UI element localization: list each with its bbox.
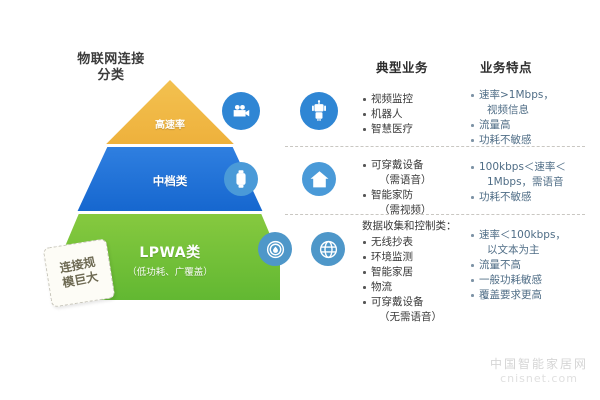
column-header-service-features: 业务特点 — [480, 60, 533, 75]
watermark-line1: 中国智能家居网 — [489, 357, 588, 372]
list-item-text: 可穿戴设备 — [371, 296, 424, 308]
services-items-row-1: 视频监控 机器人 智慧医疗 — [362, 92, 413, 137]
page-title: 物联网连接 分类 — [52, 52, 170, 84]
list-item: 可穿戴设备 （需语音） — [362, 158, 432, 188]
water-meter-icon[interactable] — [258, 232, 292, 266]
list-item: 环境监测 — [362, 250, 457, 265]
row-separator-1 — [285, 146, 585, 147]
list-item-cont: （需视频） — [379, 204, 432, 216]
services-list-row-1: 视频监控 机器人 智慧医疗 — [362, 92, 413, 137]
list-item: 覆盖要求更高 — [470, 288, 566, 303]
services-list-row-2: 可穿戴设备 （需语音） 智能家防 （需视频） — [362, 158, 432, 218]
pyramid-tier-high-rate-label: 高速率 — [155, 119, 185, 131]
list-item-text: 可穿戴设备 — [371, 159, 424, 171]
list-item: 速率>1Mbps， 视频信息 — [470, 88, 554, 118]
features-list-row-2: 100kbps＜速率＜ 1Mbps，需语音 功耗不敏感 — [470, 160, 566, 205]
list-item-cont: 视频信息 — [487, 104, 529, 116]
features-list-row-3: 速率＜100kbps， 以文本为主 流量不高 一般功耗敏感 覆盖要求更高 — [470, 228, 566, 303]
robot-icon[interactable] — [300, 92, 338, 130]
list-item-text: 速率＜100kbps， — [479, 229, 566, 241]
watermark-line2: cnisnet.com — [500, 372, 578, 386]
globe-icon[interactable] — [311, 232, 345, 266]
list-item: 速率＜100kbps， 以文本为主 — [470, 228, 566, 258]
list-item-text: 智能家防 — [371, 189, 413, 201]
list-item: 机器人 — [362, 107, 413, 122]
callout-connection-scale: 连接规 模巨大 — [42, 238, 116, 308]
list-item-text: 速率>1Mbps， — [479, 89, 554, 101]
list-item: 功耗不敏感 — [470, 190, 566, 205]
list-item: 可穿戴设备 （无需语音） — [362, 295, 457, 325]
list-item: 智慧医疗 — [362, 122, 413, 137]
list-item-cont: （需语音） — [379, 174, 432, 186]
watermark: 中国智能家居网 cnisnet.com — [490, 357, 588, 386]
pyramid-tier-mid-class-label: 中档类 — [152, 174, 188, 188]
list-item: 物流 — [362, 280, 457, 295]
pyramid-tier-lpwa-label: LPWA类 （低功耗、广覆盖） — [127, 242, 213, 278]
list-item-cont: （无需语音） — [379, 311, 442, 323]
services-items-row-3: 无线抄表 环境监测 智能家居 物流 可穿戴设备 （无需语音） — [362, 235, 457, 325]
video-camera-icon[interactable] — [222, 92, 260, 130]
list-item: 100kbps＜速率＜ 1Mbps，需语音 — [470, 160, 566, 190]
list-item: 智能家居 — [362, 265, 457, 280]
page-title-line1: 物联网连接 — [77, 52, 145, 67]
page-title-line2: 分类 — [97, 68, 125, 83]
list-item: 视频监控 — [362, 92, 413, 107]
row-separator-2 — [285, 214, 585, 215]
features-list-row-1: 速率>1Mbps， 视频信息 流量高 功耗不敏感 — [470, 88, 554, 148]
list-item-cont: 以文本为主 — [487, 244, 540, 256]
pyramid-tier-high-rate[interactable]: 高速率 — [60, 80, 280, 144]
features-items-row-2: 100kbps＜速率＜ 1Mbps，需语音 功耗不敏感 — [470, 160, 566, 205]
list-item: 流量不高 — [470, 258, 566, 273]
list-item: 功耗不敏感 — [470, 133, 554, 148]
list-item-cont: 1Mbps，需语音 — [487, 176, 564, 188]
column-header-typical-services: 典型业务 — [376, 60, 429, 75]
list-item: 流量高 — [470, 118, 554, 133]
smartwatch-icon[interactable] — [224, 162, 258, 196]
home-icon[interactable] — [302, 162, 336, 196]
services-items-row-2: 可穿戴设备 （需语音） 智能家防 （需视频） — [362, 158, 432, 218]
services-list-row-3-heading: 数据收集和控制类： — [362, 220, 457, 232]
callout-text: 连接规 模巨大 — [58, 255, 99, 291]
features-items-row-1: 速率>1Mbps， 视频信息 流量高 功耗不敏感 — [470, 88, 554, 148]
features-items-row-3: 速率＜100kbps， 以文本为主 流量不高 一般功耗敏感 覆盖要求更高 — [470, 228, 566, 303]
list-item: 一般功耗敏感 — [470, 273, 566, 288]
list-item-text: 100kbps＜速率＜ — [479, 161, 566, 173]
pyramid-tier-lpwa-title: LPWA类 — [139, 245, 201, 261]
services-list-row-3: 数据收集和控制类： 无线抄表 环境监测 智能家居 物流 可穿戴设备 （无需语音） — [362, 219, 457, 325]
list-item: 无线抄表 — [362, 235, 457, 250]
pyramid-tier-lpwa-subtitle: （低功耗、广覆盖） — [127, 267, 213, 278]
list-item: 智能家防 （需视频） — [362, 188, 432, 218]
